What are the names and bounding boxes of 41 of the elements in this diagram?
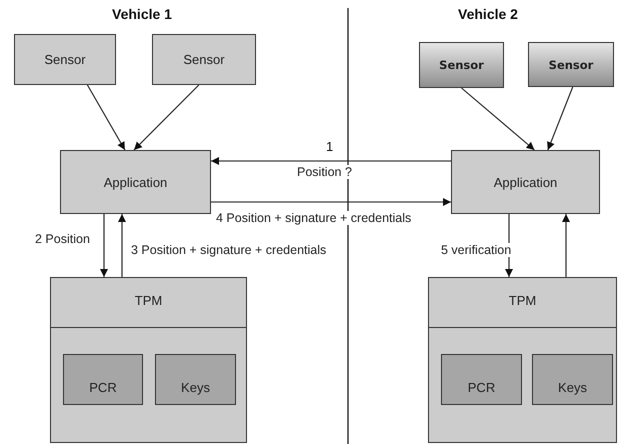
process-box: [528, 42, 614, 87]
heading: Vehicle 2: [458, 6, 518, 22]
box-label: Sensor: [183, 52, 225, 67]
tpm-box: [50, 277, 247, 443]
edge-label: 5 verification: [440, 243, 512, 257]
box-label: Application: [104, 174, 168, 190]
arrow: [562, 214, 570, 277]
process-box: [155, 354, 236, 405]
arrow: [211, 198, 451, 206]
box-label: TPM: [508, 293, 536, 308]
box-label: Sensor: [44, 52, 86, 67]
arrow: [100, 214, 108, 277]
edge-label: 3 Position + signature + credentials: [130, 243, 328, 257]
arrow: [134, 84, 200, 150]
edge-label: 2 Position: [34, 232, 91, 246]
box-label: PCR: [468, 380, 496, 394]
process-box: [451, 150, 600, 214]
arrow: [118, 214, 126, 277]
process-box: [63, 354, 143, 405]
tpm-box: [428, 277, 617, 443]
box-label: Sensor: [548, 58, 594, 72]
heading: Vehicle 1: [112, 6, 172, 22]
box-label: PCR: [89, 380, 117, 394]
box-label: Sensor: [439, 58, 484, 72]
step-number: 1: [326, 139, 334, 154]
box-label: Application: [494, 174, 558, 190]
process-box: [60, 150, 211, 214]
box-label: Keys: [181, 380, 210, 394]
edge-label: Position ?: [296, 165, 353, 179]
edge-label: 4 Position + signature + credentials: [215, 211, 412, 225]
process-box: [532, 354, 613, 405]
process-box: [152, 34, 256, 85]
box-label: Keys: [558, 380, 587, 394]
arrow: [461, 88, 535, 150]
arrow: [547, 86, 574, 150]
process-box: [14, 34, 116, 85]
arrow: [211, 157, 451, 165]
process-box: [419, 42, 504, 88]
arrow: [86, 84, 126, 150]
box-label: TPM: [134, 293, 162, 308]
process-box: [441, 354, 522, 405]
